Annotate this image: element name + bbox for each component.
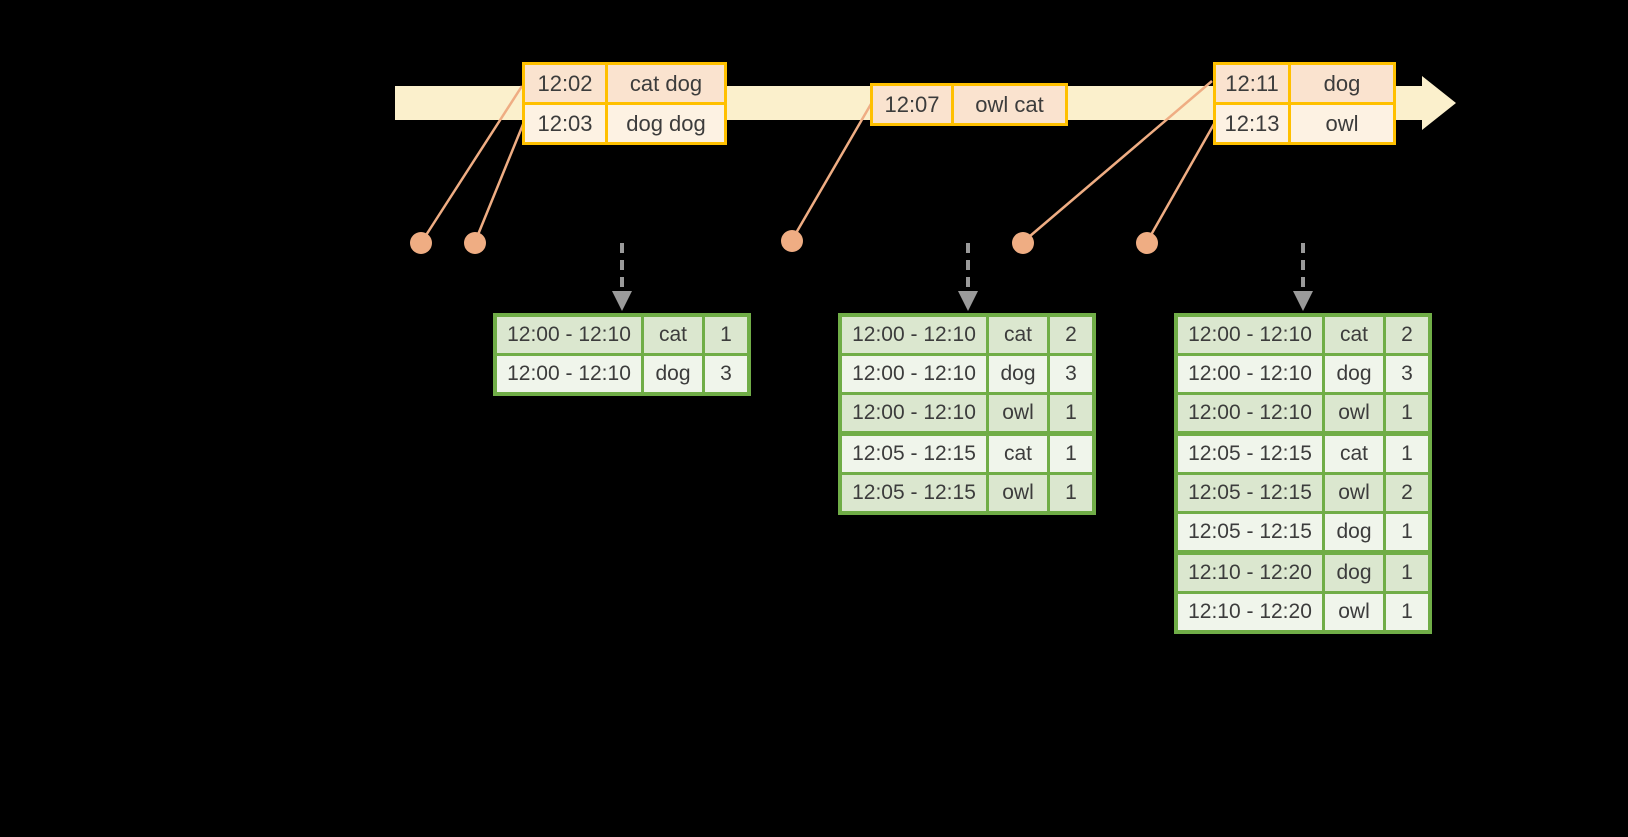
- event-row: 12:02 cat dog: [525, 65, 724, 102]
- window-cell: 12:05 - 12:15: [1178, 514, 1322, 550]
- leader-line: [1022, 80, 1213, 243]
- word-cell: dog: [1325, 356, 1383, 392]
- window-cell: 12:05 - 12:15: [1178, 436, 1322, 472]
- event-time-cell: 12:13: [1216, 105, 1288, 142]
- event-dot: [464, 232, 486, 254]
- count-cell: 1: [1050, 436, 1092, 472]
- trigger-arrow: [612, 243, 632, 311]
- window-cell: 12:10 - 12:20: [1178, 594, 1322, 630]
- leader-line: [1145, 123, 1216, 243]
- result-row: 12:00 - 12:10 owl 1: [842, 395, 1092, 431]
- event-row: 12:07 owl cat: [873, 86, 1065, 123]
- leader-line: [419, 85, 524, 244]
- window-cell: 12:05 - 12:15: [1178, 475, 1322, 511]
- count-cell: 2: [1386, 317, 1428, 353]
- result-row: 12:05 - 12:15 owl 1: [842, 475, 1092, 511]
- event-table: 12:11 dog 12:13 owl: [1213, 62, 1396, 145]
- event-dot: [1012, 232, 1034, 254]
- result-row: 12:10 - 12:20 owl 1: [1178, 594, 1428, 630]
- event-words-cell: owl: [1291, 105, 1393, 142]
- event-time-cell: 12:07: [873, 86, 951, 123]
- event-time-cell: 12:02: [525, 65, 605, 102]
- window-cell: 12:05 - 12:15: [842, 475, 986, 511]
- count-cell: 1: [1386, 555, 1428, 591]
- count-cell: 1: [1386, 514, 1428, 550]
- count-cell: 2: [1050, 317, 1092, 353]
- event-row: 12:11 dog: [1216, 65, 1393, 102]
- count-cell: 3: [705, 356, 747, 392]
- result-row: 12:00 - 12:10 dog 3: [497, 356, 747, 392]
- word-cell: cat: [1325, 436, 1383, 472]
- result-row: 12:00 - 12:10 dog 3: [842, 356, 1092, 392]
- event-dot: [1136, 232, 1158, 254]
- result-row: 12:10 - 12:20 dog 1: [1178, 555, 1428, 591]
- word-cell: cat: [644, 317, 702, 353]
- count-cell: 2: [1386, 475, 1428, 511]
- event-dot: [781, 230, 803, 252]
- result-row: 12:00 - 12:10 owl 1: [1178, 395, 1428, 431]
- window-cell: 12:00 - 12:10: [497, 356, 641, 392]
- word-cell: owl: [989, 395, 1047, 431]
- window-cell: 12:00 - 12:10: [842, 317, 986, 353]
- count-cell: 1: [1050, 475, 1092, 511]
- trigger-arrow: [1293, 243, 1313, 311]
- result-row: 12:05 - 12:15 dog 1: [1178, 514, 1428, 550]
- count-cell: 1: [1050, 395, 1092, 431]
- result-row: 12:05 - 12:15 cat 1: [842, 436, 1092, 472]
- word-cell: dog: [1325, 555, 1383, 591]
- word-cell: dog: [989, 356, 1047, 392]
- count-cell: 3: [1050, 356, 1092, 392]
- event-row: 12:13 owl: [1216, 105, 1393, 142]
- result-row: 12:00 - 12:10 cat 1: [497, 317, 747, 353]
- count-cell: 1: [1386, 594, 1428, 630]
- result-row: 12:00 - 12:10 cat 2: [1178, 317, 1428, 353]
- event-table: 12:02 cat dog 12:03 dog dog: [522, 62, 727, 145]
- event-time-cell: 12:03: [525, 105, 605, 142]
- window-cell: 12:05 - 12:15: [842, 436, 986, 472]
- window-cell: 12:00 - 12:10: [1178, 356, 1322, 392]
- event-row: 12:03 dog dog: [525, 105, 724, 142]
- event-words-cell: dog: [1291, 65, 1393, 102]
- word-cell: dog: [1325, 514, 1383, 550]
- window-cell: 12:00 - 12:10: [1178, 317, 1322, 353]
- word-cell: owl: [989, 475, 1047, 511]
- count-cell: 1: [1386, 436, 1428, 472]
- event-dot: [410, 232, 432, 254]
- result-row: 12:00 - 12:10 cat 2: [842, 317, 1092, 353]
- result-row: 12:05 - 12:15 owl 2: [1178, 475, 1428, 511]
- event-words-cell: cat dog: [608, 65, 724, 102]
- event-time-cell: 12:11: [1216, 65, 1288, 102]
- word-cell: cat: [989, 317, 1047, 353]
- window-cell: 12:10 - 12:20: [1178, 555, 1322, 591]
- leader-line: [790, 103, 873, 241]
- word-cell: owl: [1325, 475, 1383, 511]
- word-cell: dog: [644, 356, 702, 392]
- word-cell: owl: [1325, 594, 1383, 630]
- word-cell: cat: [989, 436, 1047, 472]
- window-cell: 12:00 - 12:10: [842, 395, 986, 431]
- window-cell: 12:00 - 12:10: [1178, 395, 1322, 431]
- count-cell: 1: [705, 317, 747, 353]
- result-table: 12:00 - 12:10 cat 2 12:00 - 12:10 dog 3 …: [1174, 313, 1432, 634]
- count-cell: 3: [1386, 356, 1428, 392]
- event-table: 12:07 owl cat: [870, 83, 1068, 126]
- result-row: 12:05 - 12:15 cat 1: [1178, 436, 1428, 472]
- result-table: 12:00 - 12:10 cat 2 12:00 - 12:10 dog 3 …: [838, 313, 1096, 515]
- leader-line: [473, 121, 526, 243]
- trigger-arrow: [958, 243, 978, 311]
- window-cell: 12:00 - 12:10: [842, 356, 986, 392]
- count-cell: 1: [1386, 395, 1428, 431]
- event-words-cell: dog dog: [608, 105, 724, 142]
- word-cell: cat: [1325, 317, 1383, 353]
- word-cell: owl: [1325, 395, 1383, 431]
- window-cell: 12:00 - 12:10: [497, 317, 641, 353]
- result-table: 12:00 - 12:10 cat 1 12:00 - 12:10 dog 3: [493, 313, 751, 396]
- event-words-cell: owl cat: [954, 86, 1065, 123]
- result-row: 12:00 - 12:10 dog 3: [1178, 356, 1428, 392]
